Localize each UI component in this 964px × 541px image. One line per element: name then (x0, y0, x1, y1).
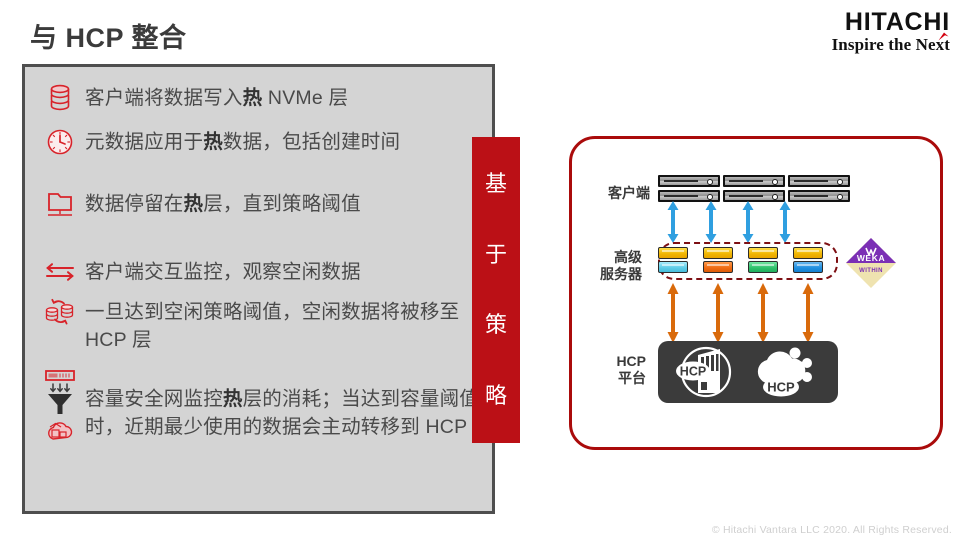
diagram-label-advanced-servers: 高级 服务器 (580, 249, 642, 283)
advanced-server-node-3 (748, 247, 778, 275)
bullet-text-5: 一旦达到空闲策略阈值，空闲数据将被移至 HCP 层 (85, 301, 460, 351)
hcp-platform-box: HCP HCP (658, 341, 838, 403)
arrow-client-to-server-1 (667, 201, 679, 243)
clock-icon (43, 125, 77, 159)
bullet-text-1: 客户端将数据写入热 NVMe 层 (85, 87, 349, 109)
database-icon (43, 81, 77, 115)
hitachi-tagline: Inspire the Next (831, 35, 950, 54)
svg-text:WEKA: WEKA (857, 253, 885, 263)
diagram-label-clients: 客户端 (608, 185, 650, 201)
diagram-label-hcp-platform: HCP 平台 (584, 353, 646, 387)
bullet-item-5: 一旦达到空闲策略阈值，空闲数据将被移至 HCP 层 (43, 295, 483, 354)
hitachi-accent-icon (938, 32, 949, 41)
hcp-cloud-icon: HCP (757, 347, 812, 397)
rack-unit (658, 175, 720, 187)
bullet-item-2: 元数据应用于热数据，包括创建时间 (43, 125, 483, 159)
policy-char-3: 策 (484, 312, 507, 338)
svg-text:HCP: HCP (680, 365, 706, 379)
server-layer-hot (748, 247, 778, 259)
diagram-label-advanced-servers-line1: 高级 (614, 249, 642, 265)
hitachi-wordmark: HITACHI (844, 8, 950, 36)
bullet-text-4: 客户端交互监控，观察空闲数据 (85, 261, 361, 283)
rack-unit (658, 190, 720, 202)
arrow-server-to-hcp-1 (667, 283, 679, 343)
policy-char-2: 于 (484, 241, 507, 267)
arrow-server-to-hcp-3 (757, 283, 769, 343)
bullets-panel: 客户端将数据写入热 NVMe 层 元数据应用于热数据，包括 (22, 64, 495, 514)
bullet-text-6: 容量安全网监控热层的消耗；当达到容量阈值时，近期最少使用的数据会主动转移到 HC… (85, 388, 480, 438)
arrow-server-to-hcp-2 (712, 283, 724, 343)
advanced-server-node-4 (793, 247, 823, 275)
data-migration-icon (43, 295, 77, 329)
advanced-server-node-1 (658, 247, 688, 275)
advanced-server-node-2 (703, 247, 733, 275)
client-server-group-2 (723, 175, 785, 205)
footer-copyright: © Hitachi Vantara LLC 2020. All Rights R… (711, 524, 952, 536)
hitachi-logo: HITACHI Inspire the Next (770, 10, 950, 55)
bullet-text-2: 元数据应用于热数据，包括创建时间 (85, 131, 401, 153)
server-layer-colored (658, 261, 688, 273)
bullet-item-4: 客户端交互监控，观察空闲数据 (43, 255, 483, 289)
rack-unit (788, 190, 850, 202)
monitor-icon (43, 187, 77, 221)
exchange-arrows-icon (43, 255, 77, 289)
bullet-item-6: 容量安全网监控热层的消耗；当达到容量阈值时，近期最少使用的数据会主动转移到 HC… (43, 367, 483, 453)
diagram-label-hcp-line2: 平台 (618, 370, 646, 386)
architecture-diagram: 客户端 高级 服务器 HCP 平台 (569, 136, 943, 450)
bullet-text-3: 数据停留在热层，直到策略阈值 (85, 193, 361, 215)
arrow-client-to-server-2 (705, 201, 717, 243)
server-layer-colored (793, 261, 823, 273)
capacity-funnel-cloud-icon (43, 367, 77, 453)
client-server-group-1 (658, 175, 720, 205)
policy-bar-based-on-policy: 基 于 策 略 (472, 137, 520, 443)
weka-within-logo: WEKA WITHIN (846, 238, 896, 288)
arrow-server-to-hcp-4 (802, 283, 814, 343)
arrow-client-to-server-4 (779, 201, 791, 243)
page-title: 与 HCP 整合 (30, 23, 187, 53)
diagram-label-advanced-servers-line2: 服务器 (600, 266, 642, 282)
arrow-client-to-server-3 (742, 201, 754, 243)
server-layer-colored (703, 261, 733, 273)
server-layer-hot (793, 247, 823, 259)
hitachi-tagline-wrap: Inspire the Next (831, 32, 950, 55)
server-layer-colored (748, 261, 778, 273)
server-layer-hot (703, 247, 733, 259)
server-layer-hot (658, 247, 688, 259)
svg-text:WITHIN: WITHIN (859, 268, 883, 274)
rack-unit (788, 175, 850, 187)
svg-text:HCP: HCP (767, 380, 795, 395)
bullet-item-1: 客户端将数据写入热 NVMe 层 (43, 81, 483, 115)
bullet-item-3: 数据停留在热层，直到策略阈值 (43, 187, 483, 221)
hcp-datacenter-icon: HCP (676, 346, 732, 398)
rack-unit (723, 190, 785, 202)
policy-char-1: 基 (484, 171, 507, 197)
policy-char-4: 略 (484, 382, 507, 408)
rack-unit (723, 175, 785, 187)
diagram-label-hcp-line1: HCP (616, 353, 646, 369)
client-server-group-3 (788, 175, 850, 205)
